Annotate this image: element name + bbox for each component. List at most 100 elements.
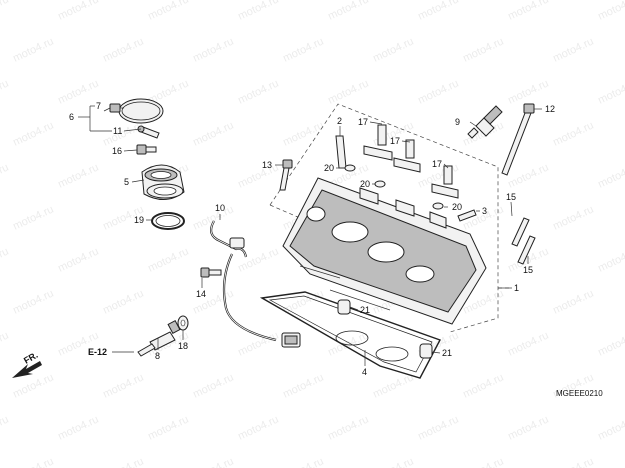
stud-bolt-12-part (501, 103, 535, 176)
callout-labels: 1 2 3 4 5 6 7 8 9 10 11 12 13 14 15 15 1… (22, 101, 603, 398)
cylinder-head-part (282, 177, 487, 325)
watermark-text: moto4.ru (326, 413, 370, 442)
watermark-text: moto4.ru (551, 203, 595, 232)
callout-13: 13 (262, 160, 272, 170)
callout-7: 7 (96, 101, 101, 111)
callout-17c: 17 (432, 159, 442, 169)
watermark-text: moto4.ru (551, 287, 595, 316)
watermark-text: moto4.ru (596, 77, 625, 106)
watermark-text: moto4.ru (371, 455, 415, 468)
watermark-text: moto4.ru (101, 119, 145, 148)
watermark-text: moto4.ru (281, 35, 325, 64)
bolt-16-part (136, 144, 157, 155)
watermark-text: moto4.ru (0, 245, 11, 274)
watermark-text: moto4.ru (0, 77, 11, 106)
watermark-text: moto4.ru (281, 119, 325, 148)
watermark-text: moto4.ru (0, 161, 11, 190)
o-ring-part (151, 212, 185, 230)
watermark-text: moto4.ru (506, 0, 550, 23)
spark-plug-part (467, 105, 503, 139)
watermark-text: moto4.ru (551, 455, 595, 468)
temperature-sensor-part (137, 320, 181, 357)
watermark-text: moto4.ru (101, 371, 145, 400)
stud-15-part (511, 217, 536, 265)
watermark-text: moto4.ru (551, 35, 595, 64)
callout-3: 3 (482, 206, 487, 216)
watermark-text: moto4.ru (371, 371, 415, 400)
watermark-text: moto4.ru (596, 413, 625, 442)
watermark-text: moto4.ru (0, 0, 11, 23)
callout-15b: 15 (523, 265, 533, 275)
watermark-text: moto4.ru (236, 413, 280, 442)
watermark-text: moto4.ru (101, 35, 145, 64)
watermark-text: moto4.ru (506, 77, 550, 106)
callout-9: 9 (455, 117, 460, 127)
sensor-harness-part (209, 220, 301, 348)
callout-2: 2 (337, 116, 342, 126)
callout-15a: 15 (506, 192, 516, 202)
watermark-text: moto4.ru (0, 329, 11, 358)
watermark-text: moto4.ru (191, 203, 235, 232)
watermark-text: moto4.ru (0, 413, 11, 442)
collar-20-part (344, 164, 444, 210)
watermark-text: moto4.ru (596, 245, 625, 274)
watermark-text: moto4.ru (191, 371, 235, 400)
watermark-text: moto4.ru (416, 0, 460, 23)
watermark-text: moto4.ru (146, 413, 190, 442)
callout-16: 16 (112, 146, 122, 156)
watermark-text: moto4.ru (236, 0, 280, 23)
watermark-text: moto4.ru (146, 0, 190, 23)
watermark-text: moto4.ru (11, 119, 55, 148)
callout-20b: 20 (360, 179, 370, 189)
watermark-text: moto4.ru (281, 371, 325, 400)
watermark-text: moto4.ru (56, 245, 100, 274)
watermark-text: moto4.ru (56, 161, 100, 190)
watermark-text: moto4.ru (461, 455, 505, 468)
callout-4: 4 (362, 367, 367, 377)
callout-14: 14 (196, 289, 206, 299)
watermark-text: moto4.ru (506, 329, 550, 358)
callout-19: 19 (134, 215, 144, 225)
diagram-code: MGEEE0210 (556, 389, 603, 398)
callout-18: 18 (178, 341, 188, 351)
watermark-text: moto4.ru (506, 413, 550, 442)
callout-6: 6 (69, 112, 74, 122)
callout-17b: 17 (390, 136, 400, 146)
watermark-text: moto4.ru (551, 119, 595, 148)
callout-21b: 21 (442, 348, 452, 358)
watermark-text: moto4.ru (191, 35, 235, 64)
callout-1: 1 (514, 283, 519, 293)
watermark-text: moto4.ru (56, 0, 100, 23)
watermark-text: moto4.ru (101, 287, 145, 316)
watermark-text: moto4.ru (596, 161, 625, 190)
bolt-14-part (200, 267, 222, 278)
callout-21a: 21 (360, 305, 370, 315)
callout-11: 11 (113, 126, 122, 136)
watermark-text: moto4.ru (326, 0, 370, 23)
washer-18-part (177, 315, 189, 331)
watermark-text: moto4.ru (11, 455, 55, 468)
callout-10: 10 (215, 203, 225, 213)
pin-3-part (457, 209, 477, 222)
watermark-text: moto4.ru (56, 77, 100, 106)
watermark-text: moto4.ru (191, 455, 235, 468)
watermark-text: moto4.ru (11, 287, 55, 316)
watermark-text: moto4.ru (416, 77, 460, 106)
callout-12: 12 (545, 104, 555, 114)
watermark-text: moto4.ru (596, 329, 625, 358)
watermark-text: moto4.ru (506, 161, 550, 190)
watermark-text: moto4.ru (11, 203, 55, 232)
reference-label: E-12 (88, 347, 107, 357)
watermark-text: moto4.ru (56, 413, 100, 442)
dowel-pin-part (337, 299, 433, 359)
watermark-text: moto4.ru (11, 35, 55, 64)
watermark-text: moto4.ru (236, 77, 280, 106)
watermark-text: moto4.ru (326, 77, 370, 106)
watermark-text: moto4.ru (281, 455, 325, 468)
watermark-text: moto4.ru (101, 455, 145, 468)
cam-holder-17-part (363, 124, 459, 199)
callout-8: 8 (155, 351, 160, 361)
callout-20a: 20 (324, 163, 334, 173)
front-direction-arrow-icon (12, 361, 42, 378)
